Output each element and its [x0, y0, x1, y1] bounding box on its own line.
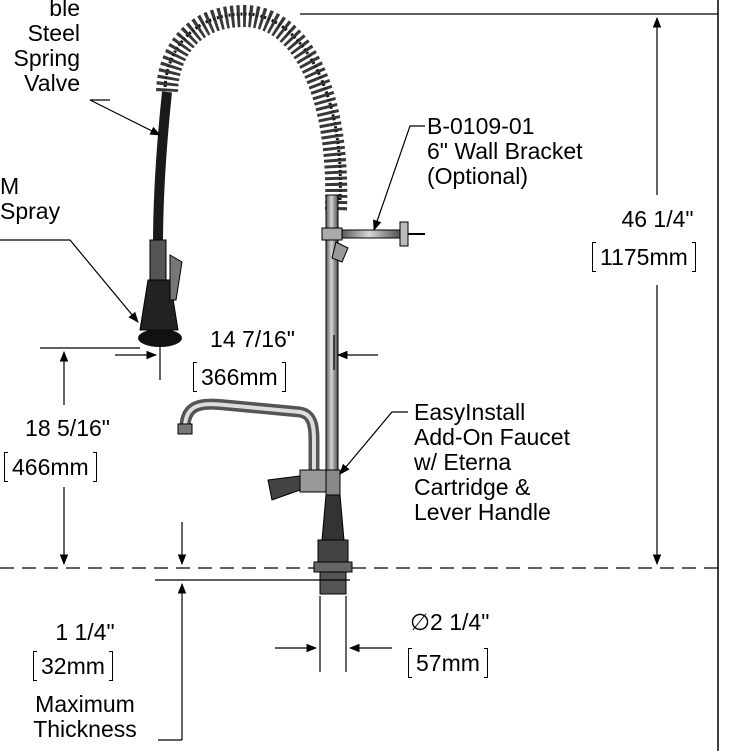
dim-deck-thickness — [155, 522, 350, 741]
label-spray: M Spray — [0, 173, 61, 224]
dim-overall-metric: 1175mm — [591, 242, 697, 272]
dim-deck-imperial: 1 1/4" — [55, 619, 115, 645]
leader-hose — [89, 99, 161, 136]
dim-spray-height-metric: 466mm — [3, 452, 97, 482]
dim-spray-height-imperial: 18 5/16" — [25, 415, 110, 441]
label-hose: ble Steel Spring Valve — [13, 0, 80, 96]
dim-spray-offset-metric: 366mm — [192, 362, 286, 392]
dim-overall-height — [300, 13, 718, 566]
dim-overall-imperial: 46 1/4" — [621, 206, 694, 232]
dim-spray-offset — [115, 335, 378, 380]
leader-faucet — [339, 411, 408, 475]
spring-coil-outline — [156, 4, 348, 211]
dim-shank-diameter — [275, 596, 392, 672]
diameter-symbol: ∅ — [410, 609, 431, 635]
dim-spray-offset-imperial: 14 7/16" — [210, 326, 295, 352]
faucet-base — [313, 494, 353, 595]
flexible-hose — [153, 91, 172, 246]
spray-valve — [138, 239, 183, 347]
dim-deck-metric: 32mm — [32, 651, 114, 681]
label-bracket: B-0109-01 6" Wall Bracket (Optional) — [427, 113, 583, 189]
dim-deck-note: Maximum Thickness — [33, 691, 137, 742]
add-on-faucet — [177, 398, 341, 501]
dim-shank-metric: 57mm — [407, 648, 489, 678]
leader-bracket — [373, 125, 425, 232]
wall-bracket — [321, 221, 425, 263]
label-faucet: EasyInstall Add-On Faucet w/ Eterna Cart… — [414, 399, 570, 525]
leader-spray — [0, 239, 139, 323]
spring-coil — [163, 12, 342, 201]
dim-shank-imperial: ∅2 1/4" — [410, 609, 490, 635]
dim-spray-height — [40, 347, 140, 566]
